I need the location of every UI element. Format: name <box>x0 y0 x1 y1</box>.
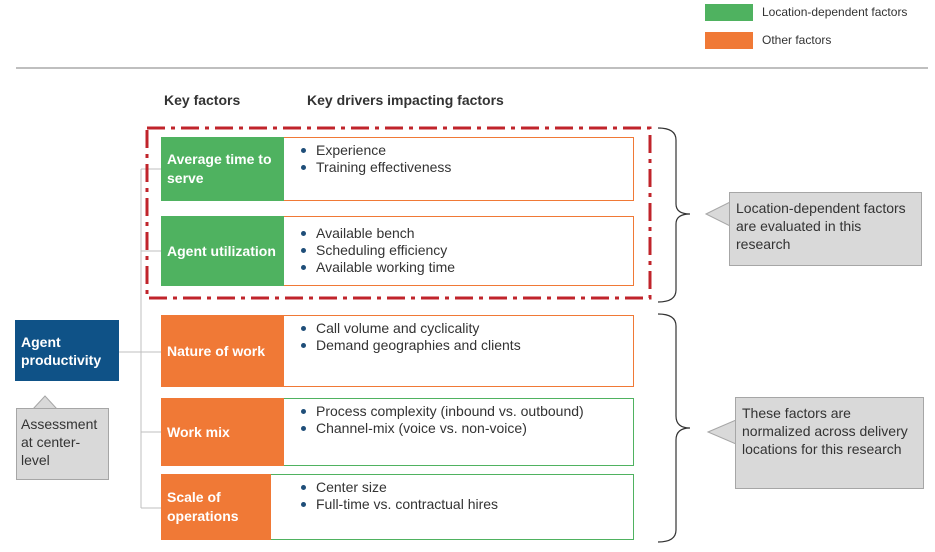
driver-item: Demand geographies and clients <box>298 337 521 354</box>
factor-label: Nature of work <box>161 315 284 387</box>
driver-list: Available bench Scheduling efficiency Av… <box>298 225 455 276</box>
assessment-callout: Assessment at center-level <box>16 408 109 480</box>
driver-item: Available bench <box>298 225 455 242</box>
factor-label: Work mix <box>161 398 284 466</box>
driver-list: Center size Full-time vs. contractual hi… <box>298 479 498 513</box>
divider <box>16 67 928 69</box>
legend-label-other: Other factors <box>762 33 832 47</box>
driver-item: Available working time <box>298 259 455 276</box>
header-key-drivers: Key drivers impacting factors <box>307 92 504 108</box>
factor-label: Average time to serve <box>161 137 284 201</box>
callout-pointer-location <box>704 201 731 227</box>
header-key-factors: Key factors <box>164 92 241 108</box>
legend-label-location: Location-dependent factors <box>762 5 908 19</box>
callout-other-factors: These factors are normalized across deli… <box>735 397 924 489</box>
callout-location-dependent: Location-dependent factors are evaluated… <box>729 192 922 266</box>
driver-item: Full-time vs. contractual hires <box>298 496 498 513</box>
factor-box-average-time: Average time to serve Experience Trainin… <box>161 137 634 201</box>
agent-productivity-box: Agent productivity <box>15 320 119 381</box>
driver-list: Experience Training effectiveness <box>298 142 451 176</box>
factor-label: Agent utilization <box>161 216 284 286</box>
factor-label: Scale of operations <box>161 474 271 540</box>
brace-location <box>657 127 691 303</box>
driver-item: Scheduling efficiency <box>298 242 455 259</box>
factor-box-nature-of-work: Nature of work Call volume and cyclicali… <box>161 315 634 387</box>
driver-item: Training effectiveness <box>298 159 451 176</box>
legend-swatch-other <box>705 32 753 49</box>
location-group-dashed-border <box>145 126 652 300</box>
factor-box-scale-of-operations: Scale of operations Center size Full-tim… <box>161 474 634 540</box>
factor-box-work-mix: Work mix Process complexity (inbound vs.… <box>161 398 634 466</box>
driver-item: Experience <box>298 142 451 159</box>
brace-other <box>657 313 691 543</box>
legend-swatch-location <box>705 4 753 21</box>
driver-list: Call volume and cyclicality Demand geogr… <box>298 320 521 354</box>
driver-list: Process complexity (inbound vs. outbound… <box>298 403 584 437</box>
driver-item: Channel-mix (voice vs. non-voice) <box>298 420 584 437</box>
driver-item: Center size <box>298 479 498 496</box>
driver-item: Process complexity (inbound vs. outbound… <box>298 403 584 420</box>
factor-box-agent-utilization: Agent utilization Available bench Schedu… <box>161 216 634 286</box>
callout-pointer-other <box>706 419 737 445</box>
driver-item: Call volume and cyclicality <box>298 320 521 337</box>
